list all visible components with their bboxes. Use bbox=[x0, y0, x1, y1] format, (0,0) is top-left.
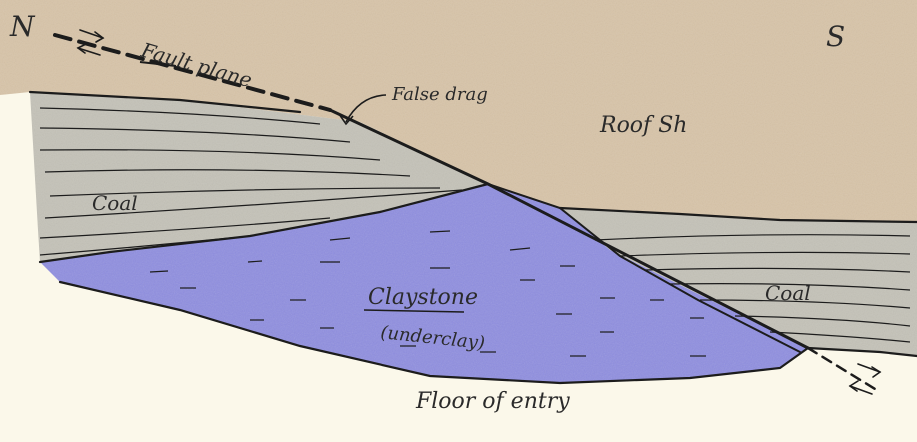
roof-shale-label: Roof Sh bbox=[599, 113, 687, 138]
claystone-label: Claystone bbox=[368, 285, 478, 310]
slip-arrow-lower bbox=[850, 364, 880, 394]
north-label: N bbox=[9, 10, 36, 43]
false-drag-label: False drag bbox=[391, 84, 488, 105]
south-label: S bbox=[826, 20, 845, 53]
coal-label-left: Coal bbox=[92, 191, 138, 215]
coal-label-right: Coal bbox=[765, 281, 811, 305]
floor-of-entry-label: Floor of entry bbox=[415, 389, 570, 414]
